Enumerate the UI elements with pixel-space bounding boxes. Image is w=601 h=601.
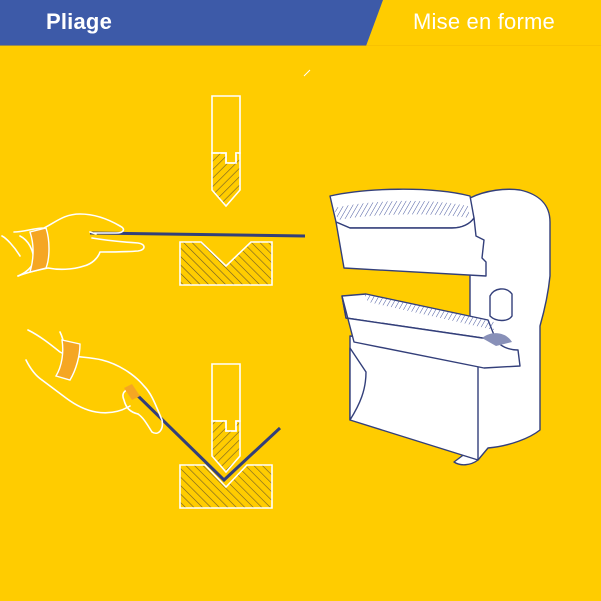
lower-finger-glove-icon (124, 384, 140, 400)
lower-scene (25, 329, 282, 509)
title-mise-en-forme: Mise en forme (413, 9, 555, 34)
upper-hand-icon (1, 213, 145, 277)
upper-glove-cuff-icon (28, 227, 50, 273)
upper-die-icon (179, 241, 273, 286)
lower-die-icon (179, 464, 273, 509)
lower-punch-icon (211, 363, 241, 474)
lower-bent-sheet-icon (132, 390, 282, 483)
title-pliage: Pliage (46, 9, 113, 34)
upper-punch-icon (211, 95, 241, 208)
header-background (0, 0, 601, 46)
lower-glove-cuff-icon (54, 339, 81, 381)
lower-hand-icon (25, 329, 164, 435)
upper-sheet-icon (89, 231, 306, 238)
header-bar: Pliage Mise en forme (0, 0, 601, 46)
upper-scene (1, 95, 306, 286)
press-brake-machine-icon (303, 69, 551, 466)
